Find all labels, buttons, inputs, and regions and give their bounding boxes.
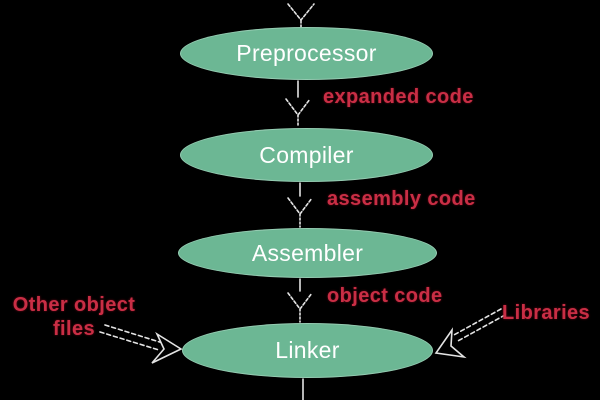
edge-label-assembly-code: assembly code <box>327 188 476 210</box>
label-other-object-files: Other object files <box>2 293 146 341</box>
label-libraries: Libraries <box>502 302 591 324</box>
label-other-object-files-line2: files <box>52 318 96 340</box>
node-linker: Linker <box>182 323 433 378</box>
arrow-assembler-to-linker <box>287 278 313 323</box>
node-assembler: Assembler <box>178 228 437 278</box>
edge-label-object-code: object code <box>327 285 443 307</box>
node-assembler-label: Assembler <box>251 239 364 266</box>
arrow-libraries-to-linker <box>434 308 506 359</box>
arrow-compiler-to-assembler <box>287 182 313 228</box>
arrow-input-to-preprocessor <box>287 3 315 29</box>
node-preprocessor: Preprocessor <box>180 27 433 80</box>
node-compiler: Compiler <box>180 128 433 182</box>
label-other-object-files-line1: Other object <box>12 294 136 316</box>
arrow-other-object-files-to-linker <box>99 324 183 364</box>
arrow-preprocessor-to-compiler <box>285 80 311 128</box>
edge-label-expanded-code: expanded code <box>323 86 474 108</box>
node-linker-label: Linker <box>275 337 340 363</box>
node-preprocessor-label: Preprocessor <box>236 40 377 66</box>
node-compiler-label: Compiler <box>259 141 354 168</box>
